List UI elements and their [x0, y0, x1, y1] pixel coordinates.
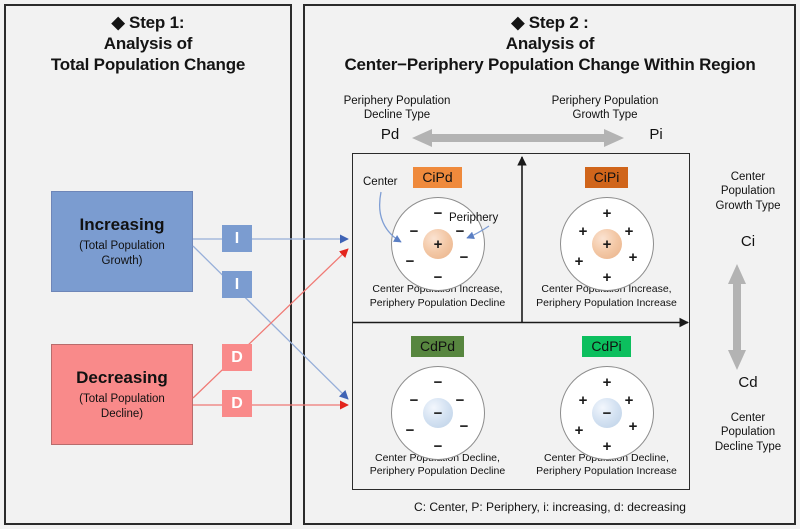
quadrant-caption-line2: Periphery Population Increase — [536, 465, 677, 478]
increasing-box-subtitle-line1: (Total Population — [79, 240, 165, 253]
center-growth-caption-line3: Growth Type — [715, 199, 781, 212]
periphery-sign: − — [405, 253, 415, 270]
axis-letter-cd: Cd — [738, 374, 758, 391]
quadrant-caption-line2: Periphery Population Decline — [369, 296, 506, 309]
tag-increasing-1[interactable]: I — [222, 225, 252, 252]
step2-heading-line3: Center−Periphery Population Change Withi… — [344, 55, 756, 75]
quadrant-label-cdpi: CdPi — [582, 335, 631, 357]
periphery-sign: − — [433, 269, 443, 286]
periphery-sign: − — [405, 421, 415, 439]
quadrant-cdpd[interactable]: CdPd − − − − − − − Center Population Dec… — [353, 323, 522, 492]
step1-heading: ◆ Step 1: Analysis of Total Population C… — [10, 12, 286, 75]
periphery-sign: + — [624, 391, 634, 409]
periphery-sign: − — [455, 391, 465, 409]
decreasing-box-subtitle: (Total Population Decline) — [79, 392, 165, 420]
center-sign: − — [602, 404, 612, 422]
center-sign: − — [433, 404, 443, 422]
legend-footnote: C: Center, P: Periphery, i: increasing, … — [414, 500, 686, 514]
periphery-sign: − — [433, 205, 443, 222]
step2-heading-line2: Analysis of — [505, 34, 595, 54]
step2-heading: ◆ Step 2 : Analysis of Center−Periphery … — [310, 12, 790, 75]
periphery-sign: + — [574, 421, 584, 439]
center-sign: + — [433, 236, 443, 253]
periphery-decline-caption: Periphery Population Decline Type — [332, 94, 462, 123]
region-circle-cdpd: − − − − − − − — [391, 365, 485, 460]
center-core-cipi — [592, 229, 622, 259]
quadrant-label-cdpd: CdPd — [410, 335, 465, 357]
increasing-box-subtitle-line2: Growth) — [101, 254, 143, 267]
quadrant-caption-line2: Periphery Population Increase — [536, 296, 677, 309]
tag-decreasing-2[interactable]: D — [222, 390, 252, 417]
tag-decreasing-1[interactable]: D — [222, 344, 252, 371]
center-core-cdpd — [423, 397, 453, 428]
periphery-sign: − — [433, 373, 443, 391]
tag-increasing-2[interactable]: I — [222, 271, 252, 298]
periphery-sign: + — [602, 269, 612, 286]
decreasing-box-title: Decreasing — [76, 368, 168, 388]
center-core-cipd — [423, 229, 453, 259]
region-circle-cipd: − − − − − − + — [391, 197, 485, 291]
region-circle-cipi: + + + + + + + — [560, 197, 654, 291]
periphery-sign: − — [455, 223, 465, 240]
periphery-decline-caption-line1: Periphery Population — [343, 95, 451, 107]
periphery-sign: − — [433, 437, 443, 455]
center-decline-caption-line1: Center — [730, 412, 766, 424]
periphery-sign: − — [409, 391, 419, 409]
periphery-sign: + — [628, 249, 638, 266]
region-circle-cdpi: + + + + + + − — [560, 365, 654, 460]
center-decline-caption-line2: Population — [720, 426, 776, 439]
quadrant-cdpi[interactable]: CdPi + + + + + + − Center Population Dec… — [522, 323, 691, 492]
axis-letter-pi: Pi — [649, 126, 663, 143]
center-growth-caption: Center Population Growth Type — [700, 170, 796, 213]
step2-heading-line1: ◆ Step 2 : — [511, 13, 589, 32]
quadrant-label-cipi: CiPi — [584, 167, 629, 188]
periphery-sign: − — [459, 417, 469, 435]
annotation-center: Center — [363, 176, 398, 188]
center-growth-caption-line2: Population — [720, 185, 776, 198]
decreasing-box[interactable]: Decreasing (Total Population Decline) — [51, 344, 193, 445]
quadrant-cipd[interactable]: CiPd Center Periphery − − − − − − — [353, 154, 522, 323]
horizontal-double-arrow-icon — [412, 129, 624, 147]
axis-letter-pd: Pd — [380, 126, 400, 143]
periphery-sign: + — [628, 417, 638, 435]
center-growth-caption-line1: Center — [730, 171, 766, 183]
center-sign: + — [602, 236, 612, 253]
decreasing-box-subtitle-line1: (Total Population — [79, 393, 165, 406]
periphery-growth-caption: Periphery Population Growth Type — [540, 94, 670, 123]
center-decline-caption-line3: Decline Type — [714, 440, 782, 453]
step1-heading-line3: Total Population Change — [50, 55, 246, 75]
periphery-sign: + — [602, 373, 612, 391]
quadrant-cipi[interactable]: CiPi + + + + + + + Center Population Inc… — [522, 154, 691, 323]
periphery-sign: + — [574, 253, 584, 270]
axis-letter-ci: Ci — [740, 233, 756, 250]
increasing-box-subtitle: (Total Population Growth) — [79, 239, 165, 267]
quadrant-caption-line2: Periphery Population Decline — [369, 465, 506, 478]
center-core-cdpi — [592, 397, 622, 428]
annotation-periphery: Periphery — [449, 212, 499, 224]
vertical-double-arrow-icon — [728, 264, 746, 370]
step1-heading-line2: Analysis of — [103, 34, 193, 54]
periphery-sign: − — [459, 249, 469, 266]
decreasing-box-subtitle-line2: Decline) — [100, 407, 144, 420]
periphery-growth-caption-line2: Growth Type — [572, 109, 638, 122]
periphery-growth-caption-line1: Periphery Population — [551, 95, 659, 107]
periphery-sign: + — [602, 437, 612, 455]
quadrant-label-cipd: CiPd — [413, 167, 462, 188]
periphery-sign: − — [409, 223, 419, 240]
center-decline-caption: Center Population Decline Type — [700, 411, 796, 454]
step1-heading-line1: ◆ Step 1: — [111, 13, 185, 32]
periphery-sign: + — [578, 223, 588, 240]
increasing-box[interactable]: Increasing (Total Population Growth) — [51, 191, 193, 292]
increasing-box-title: Increasing — [79, 215, 165, 235]
periphery-sign: + — [624, 223, 634, 240]
periphery-sign: + — [602, 205, 612, 222]
quadrant-matrix: CiPd Center Periphery − − − − − − — [352, 153, 690, 490]
periphery-sign: + — [578, 391, 588, 409]
periphery-decline-caption-line2: Decline Type — [363, 109, 431, 122]
